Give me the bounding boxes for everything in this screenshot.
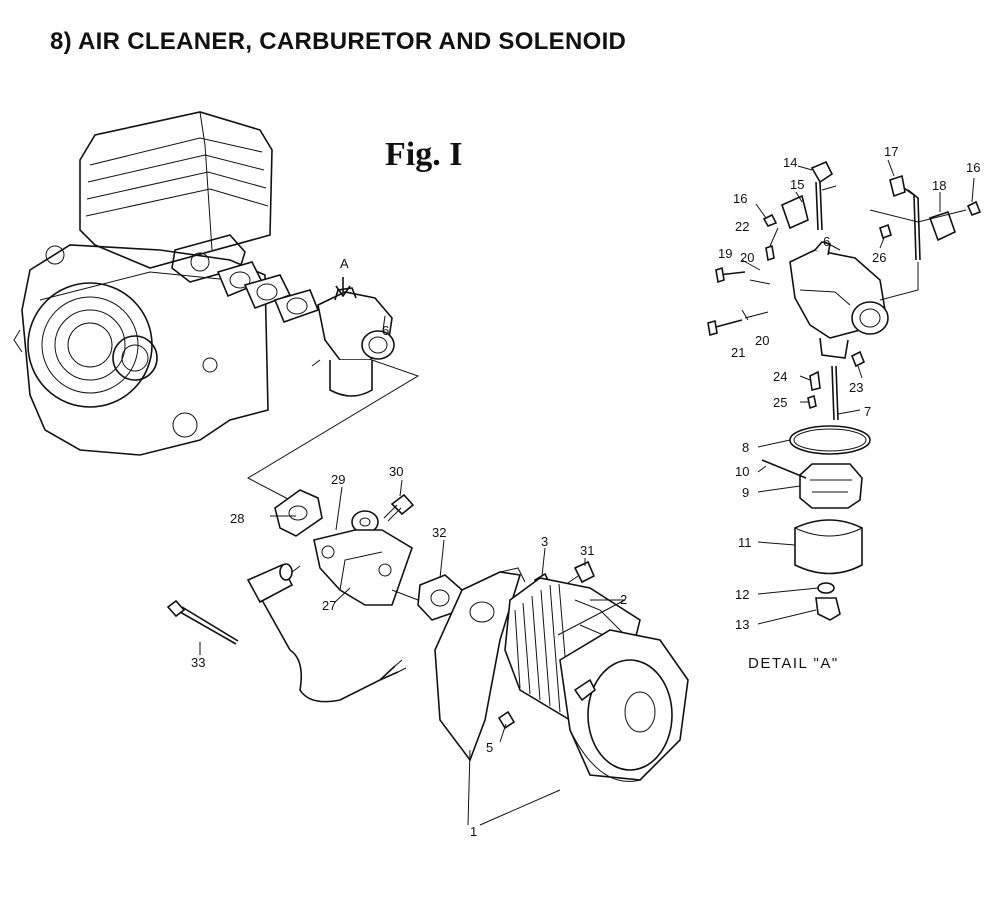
air-cleaner-base <box>434 567 526 762</box>
air-cleaner-cover <box>559 629 689 782</box>
callout-2: 2 <box>620 592 627 607</box>
callout-d9: 9 <box>742 485 749 500</box>
callout-28: 28 <box>230 511 244 526</box>
callout-30: 30 <box>389 464 403 479</box>
callout-d23: 23 <box>849 380 863 395</box>
callout-d26: 26 <box>872 250 886 265</box>
detail-a-drawing <box>707 159 982 625</box>
callout-31: 31 <box>580 543 594 558</box>
callout-d11: 11 <box>738 535 752 550</box>
callout-d8: 8 <box>742 440 749 455</box>
callout-d20b: 20 <box>755 333 769 348</box>
detail-a-arrow <box>335 277 351 298</box>
callout-d25: 25 <box>773 395 787 410</box>
callout-d21: 21 <box>731 345 745 360</box>
callout-d13: 13 <box>735 617 749 632</box>
callout-d17: 17 <box>884 144 898 159</box>
detail-a-marker: A <box>340 256 349 271</box>
carburetor-main <box>311 287 395 397</box>
engine-block <box>13 111 273 456</box>
callout-32: 32 <box>432 525 446 540</box>
callout-d15: 15 <box>790 177 804 192</box>
callout-d20a: 20 <box>740 250 754 265</box>
callout-d19: 19 <box>718 246 732 261</box>
callout-d10: 10 <box>735 464 749 479</box>
callout-d16b: 16 <box>966 160 980 175</box>
figure-label: Fig. I <box>385 136 463 173</box>
page-title: 8) AIR CLEANER, CARBURETOR AND SOLENOID <box>50 28 627 55</box>
callout-5: 5 <box>486 740 493 755</box>
screw-30 <box>383 493 415 522</box>
callout-d14: 14 <box>783 155 797 170</box>
callout-leaders-main <box>199 315 626 826</box>
callout-d18: 18 <box>932 178 946 193</box>
callout-d16a: 16 <box>733 191 747 206</box>
detail-a-caption: DETAIL "A" <box>748 655 839 672</box>
callout-27: 27 <box>322 598 336 613</box>
intake-gaskets <box>216 261 320 324</box>
bracket-27 <box>313 529 413 606</box>
callout-33: 33 <box>191 655 205 670</box>
callout-6-main: 6 <box>382 323 389 338</box>
callout-29: 29 <box>331 472 345 487</box>
callout-d7: 7 <box>864 404 871 419</box>
callout-d22: 22 <box>735 219 749 234</box>
gasket-28 <box>274 489 323 537</box>
bolt-5 <box>497 710 516 730</box>
assembly-leader <box>246 359 420 501</box>
callout-3: 3 <box>541 534 548 549</box>
callout-1: 1 <box>470 824 477 839</box>
callout-d12: 12 <box>735 587 749 602</box>
callout-d24: 24 <box>773 369 787 384</box>
part-33 <box>166 599 239 645</box>
callout-d6: 6 <box>823 234 830 249</box>
screw-31 <box>567 560 596 584</box>
solenoid <box>246 563 407 703</box>
